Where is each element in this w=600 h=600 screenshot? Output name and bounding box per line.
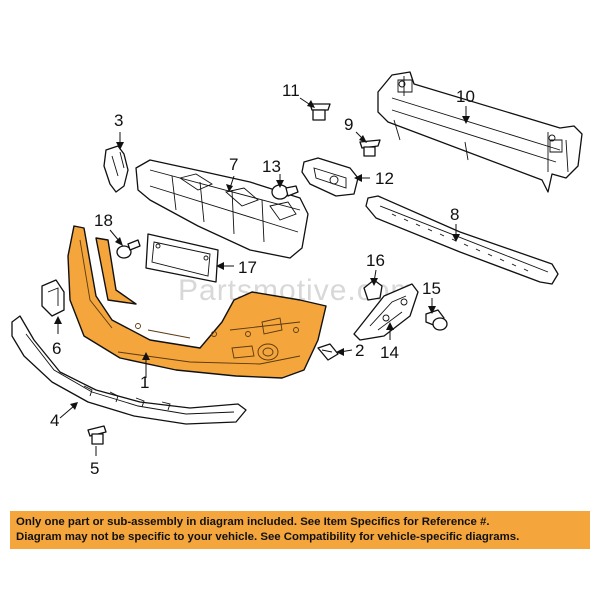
part-8-absorber-strip	[365, 195, 559, 285]
part-3-bracket	[103, 145, 129, 193]
fastener-11-bolt	[309, 103, 331, 121]
leader-lines	[54, 97, 470, 456]
disclaimer-line-1: Only one part or sub-assembly in diagram…	[16, 516, 490, 528]
callout-6: 6	[52, 339, 61, 358]
part-1-bumper-cover	[67, 225, 327, 379]
part-2-clip	[317, 343, 339, 361]
fastener-9-bolt	[359, 139, 381, 157]
fastener-5-bolt	[87, 425, 107, 445]
callout-16: 16	[366, 251, 385, 270]
part-14-side-bracket	[353, 283, 419, 341]
callout-17: 17	[238, 258, 257, 277]
fastener-15-bolt	[425, 309, 448, 331]
callout-11: 11	[282, 81, 300, 100]
part-17-license-plate-bracket	[145, 233, 219, 283]
callout-7: 7	[229, 155, 238, 174]
part-10-reinforcement-bar	[377, 71, 583, 193]
callout-8: 8	[450, 205, 459, 224]
callout-1: 1	[140, 373, 149, 392]
fastener-18-push-pin	[116, 239, 141, 259]
callout-9: 9	[344, 115, 353, 134]
callout-10: 10	[456, 87, 475, 106]
callout-2: 2	[355, 341, 364, 360]
callout-13: 13	[262, 157, 281, 176]
fastener-13-push-pin	[271, 184, 299, 200]
callouts: 1 2 3 4 5 6 7 8 9 10 11 12 13 14 15 16 1…	[50, 81, 475, 478]
disclaimer-banner: Only one part or sub-assembly in diagram…	[10, 511, 590, 549]
part-6-tow-hook-cover	[41, 279, 65, 317]
callout-14: 14	[380, 343, 399, 362]
part-12-bracket	[301, 157, 359, 197]
callout-4: 4	[50, 411, 59, 430]
callout-5: 5	[90, 459, 99, 478]
disclaimer-line-2: Diagram may not be specific to your vehi…	[16, 531, 520, 543]
callout-18: 18	[94, 211, 113, 230]
callout-3: 3	[114, 111, 123, 130]
part-4-lower-spoiler	[11, 315, 247, 425]
callout-15: 15	[422, 279, 441, 298]
part-7-energy-absorber	[135, 159, 309, 259]
callout-12: 12	[375, 169, 394, 188]
